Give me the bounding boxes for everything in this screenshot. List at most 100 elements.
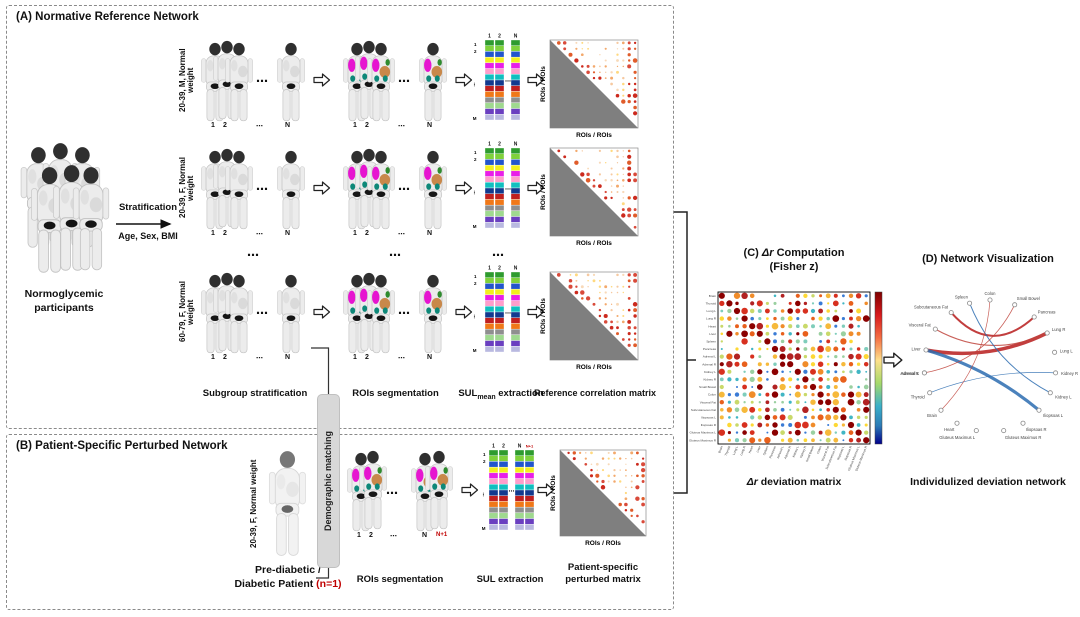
svg-text:Gluteus Maximus R: Gluteus Maximus R — [689, 438, 717, 442]
svg-text:Iliopsoas R: Iliopsoas R — [843, 445, 853, 461]
svg-text:Lung L: Lung L — [707, 309, 717, 313]
svg-text:2: 2 — [474, 281, 477, 286]
panel-c-caption: Δr deviation matrix — [746, 476, 842, 488]
svg-text:1: 1 — [483, 452, 486, 457]
ellipsis: ⋯ — [386, 486, 398, 500]
flow-arrow-icon — [455, 305, 473, 319]
flow-arrow-icon — [455, 181, 473, 195]
subgroup2-bodies-graphic — [202, 149, 305, 229]
merge-bracket — [674, 211, 688, 494]
svg-text:⋮: ⋮ — [472, 314, 477, 319]
svg-text:M: M — [473, 116, 477, 121]
ellipsis: ⋯ — [398, 182, 410, 196]
svg-text:N+1: N+1 — [526, 444, 534, 449]
svg-text:1: 1 — [492, 444, 495, 450]
svg-text:Liver: Liver — [912, 346, 922, 351]
svg-text:Thyroid: Thyroid — [706, 302, 717, 306]
svg-text:Visceral Fat: Visceral Fat — [820, 445, 830, 462]
flow-arrow-icon — [313, 181, 331, 195]
svg-text:Liver: Liver — [756, 445, 762, 453]
svg-text:⋯: ⋯ — [505, 187, 511, 193]
svg-text:Small Bowel: Small Bowel — [805, 445, 815, 463]
panel-b-title: (B) Patient-Specific Perturbed Network — [16, 440, 228, 452]
subgroup1-label: 20-39, M, Normal weight — [178, 48, 195, 112]
svg-text:Liver: Liver — [709, 332, 716, 336]
panel-d-title: (D) Network Visualization — [922, 253, 1054, 265]
svg-text:Iliopsoas R: Iliopsoas R — [1026, 427, 1047, 432]
svg-text:N: N — [518, 444, 522, 450]
subgroup2-roi-graphic — [344, 149, 447, 229]
svg-text:Colon: Colon — [985, 291, 997, 296]
svg-text:Gluteus Maximus L: Gluteus Maximus L — [939, 435, 976, 440]
flow-arrow-icon — [455, 73, 473, 87]
svg-text:ROIs / ROIs: ROIs / ROIs — [550, 475, 557, 511]
panel-d-caption: Individulized deviation network — [910, 476, 1066, 488]
subgroup3-label: 60-79, F, Normal weight — [178, 281, 195, 343]
svg-text:Lung L: Lung L — [732, 445, 739, 456]
svg-text:1: 1 — [488, 34, 491, 40]
svg-text:Small Bowel: Small Bowel — [699, 385, 716, 389]
patient-roi-bodies-graphic — [348, 451, 453, 531]
svg-text:⋯: ⋯ — [505, 311, 511, 317]
svg-text:Lung R: Lung R — [1052, 327, 1066, 332]
svg-text:Kidney R: Kidney R — [1061, 371, 1078, 376]
svg-text:Pancreas: Pancreas — [703, 347, 717, 351]
col-label-patient-rois: ROIs segmentation — [356, 574, 444, 585]
svg-text:1: 1 — [474, 150, 477, 155]
svg-text:Lung R: Lung R — [706, 317, 717, 321]
row-ellipsis: ⋯ — [492, 248, 504, 262]
patient-label: Pre-diabetic / Diabetic Patient (n=1) — [234, 564, 342, 590]
ellipsis: ⋯ — [256, 74, 268, 88]
svg-text:Lung R: Lung R — [739, 445, 747, 456]
svg-text:M: M — [482, 526, 486, 531]
participants-label: Normoglycemic participants — [24, 288, 104, 314]
svg-text:ROIs / ROIs: ROIs / ROIs — [540, 66, 547, 102]
svg-text:Adrenal R: Adrenal R — [783, 445, 792, 460]
col-label-rois-segmentation: ROIs segmentation — [352, 388, 439, 399]
svg-text:ROIs / ROIs: ROIs / ROIs — [576, 364, 612, 371]
svg-text:Small Bowel: Small Bowel — [1017, 296, 1040, 301]
demographic-matching-box: Demographic matching — [317, 394, 340, 568]
col-label-patient-sul: SUL extraction — [476, 574, 544, 585]
svg-text:⋯: ⋯ — [509, 489, 515, 495]
svg-text:Gluteus Maximus R: Gluteus Maximus R — [1005, 435, 1042, 440]
patient-body-graphic — [268, 450, 307, 557]
row-ellipsis: ⋯ — [389, 248, 401, 262]
svg-text:Brain: Brain — [717, 445, 724, 453]
svg-text:Lung L: Lung L — [1060, 349, 1073, 354]
svg-text:ROIs / ROIs: ROIs / ROIs — [576, 132, 612, 139]
svg-text:Iliopsoas R: Iliopsoas R — [701, 423, 717, 427]
col-label-reference-matrix: Reference correlation matrix — [533, 388, 657, 398]
svg-text:Subcutaneous Fat: Subcutaneous Fat — [914, 305, 949, 310]
stratification-label: Stratification — [118, 202, 178, 213]
svg-text:Iliopsoas L: Iliopsoas L — [1043, 413, 1064, 418]
svg-text:Kidney L: Kidney L — [1055, 394, 1072, 399]
subgroup3-roi-graphic — [344, 273, 447, 353]
svg-text:Colon: Colon — [708, 393, 716, 397]
subgroup3-bodies-graphic — [202, 273, 305, 353]
svg-text:Thyroid: Thyroid — [724, 445, 732, 456]
svg-text:ROIs / ROIs: ROIs / ROIs — [540, 298, 547, 334]
svg-text:1: 1 — [488, 266, 491, 272]
svg-text:Pancreas: Pancreas — [1038, 309, 1056, 314]
row-ellipsis: ⋯ — [247, 248, 259, 262]
flow-arrow-icon — [883, 352, 903, 368]
svg-text:N: N — [514, 142, 518, 148]
svg-text:Visceral Fat: Visceral Fat — [909, 323, 932, 328]
col-label-subgroup-stratification: Subgroup stratification — [202, 388, 308, 399]
svg-text:⋯: ⋯ — [505, 79, 511, 85]
svg-text:N: N — [514, 266, 518, 272]
svg-text:Iliopsoas L: Iliopsoas L — [836, 445, 845, 460]
svg-text:2: 2 — [474, 49, 477, 54]
